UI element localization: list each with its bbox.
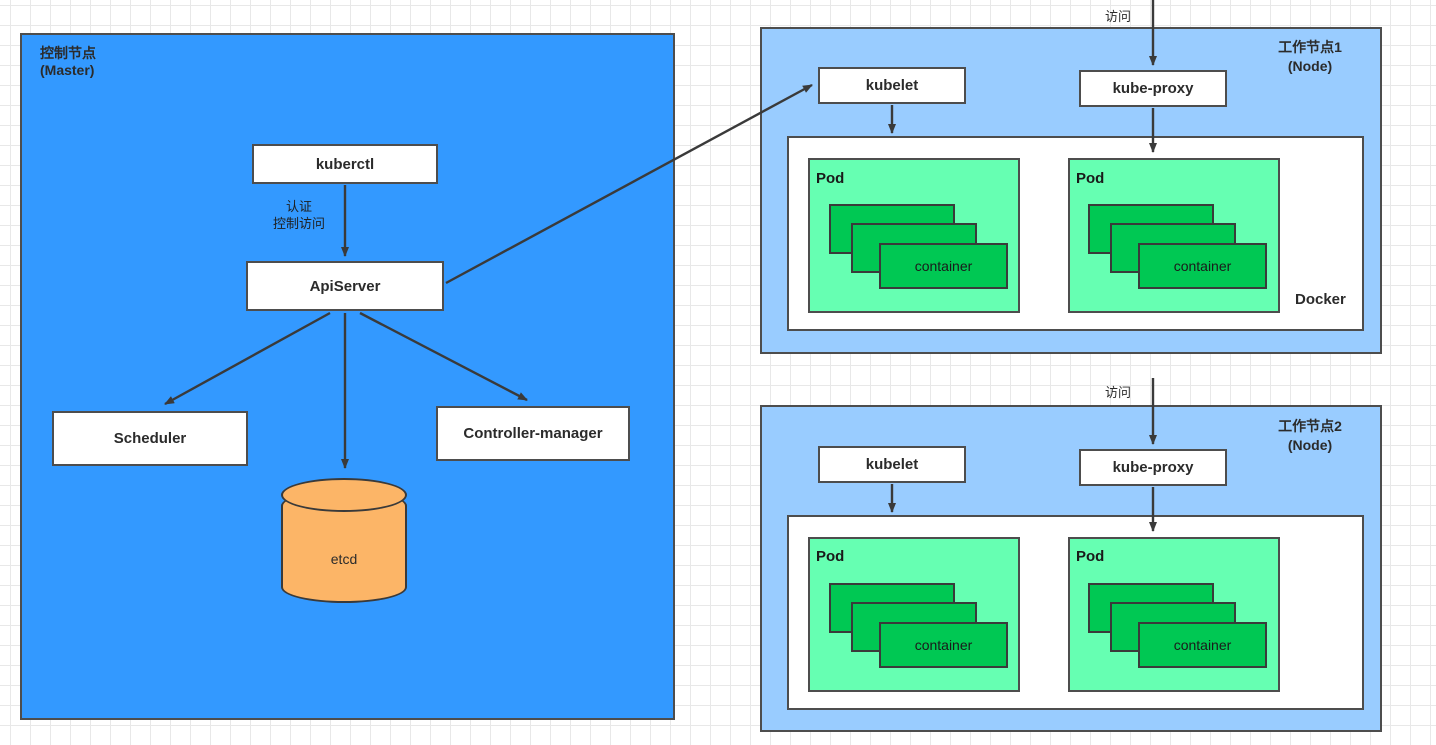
- node1-pod-1-container-1[interactable]: container: [879, 243, 1008, 289]
- node2-kubelet-box[interactable]: kubelet: [818, 446, 966, 483]
- controller-manager-box[interactable]: Controller-manager: [436, 406, 630, 461]
- node2-label: 工作节点2 (Node): [1278, 418, 1342, 453]
- master-node-region[interactable]: [20, 33, 675, 720]
- node1-pod-1-label: Pod: [816, 170, 845, 187]
- node1-kube-proxy-box[interactable]: kube-proxy: [1079, 70, 1227, 107]
- auth-edge-label: 认证 控制访问: [272, 199, 325, 231]
- kuberctl-box[interactable]: kuberctl: [252, 144, 438, 184]
- node2-pod-2-container-1[interactable]: container: [1138, 622, 1267, 668]
- node1-access-label: 访问: [1104, 9, 1131, 24]
- node1-docker-label: Docker: [1295, 291, 1346, 308]
- etcd-cylinder-top: [281, 478, 407, 512]
- node1-kubelet-box[interactable]: kubelet: [818, 67, 966, 104]
- scheduler-box[interactable]: Scheduler: [52, 411, 248, 466]
- node2-pod-2-label: Pod: [1076, 548, 1105, 565]
- master-node-label: 控制节点 (Master): [40, 45, 96, 78]
- node2-access-label: 访问: [1104, 385, 1131, 400]
- node2-pod-1-label: Pod: [816, 548, 845, 565]
- node1-label: 工作节点1 (Node): [1278, 39, 1342, 74]
- node2-kube-proxy-box[interactable]: kube-proxy: [1079, 449, 1227, 486]
- apiserver-box[interactable]: ApiServer: [246, 261, 444, 311]
- node1-pod-2-container-1[interactable]: container: [1138, 243, 1267, 289]
- node1-pod-2-label: Pod: [1076, 170, 1105, 187]
- node2-pod-1-container-1[interactable]: container: [879, 622, 1008, 668]
- etcd-label: etcd: [330, 551, 358, 567]
